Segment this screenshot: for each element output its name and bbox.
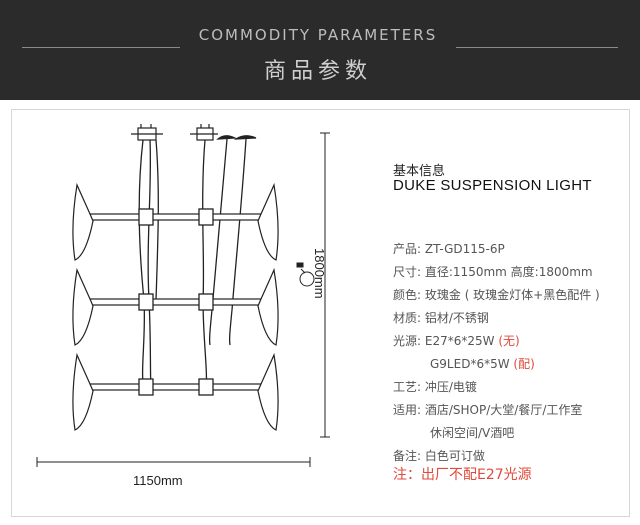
spec-row-light-source: 光源: E27*6*25W (无) (393, 332, 520, 349)
spec-label: 颜色: (393, 288, 422, 302)
spec-label: 备注: (393, 449, 422, 463)
header-title-cn: 商品参数 (263, 59, 372, 84)
spec-value: G9LED*6*5W (430, 357, 510, 371)
spec-row-material: 材质: 铝材/不锈钢 (393, 309, 489, 326)
spec-label: 适用: (393, 403, 422, 417)
spec-row-color: 颜色: 玫瑰金 ( 玫瑰金灯体+黑色配件 ) (393, 286, 600, 303)
spec-value: 直径:1150mm 高度:1800mm (424, 265, 593, 279)
spec-value: 冲压/电镀 (424, 380, 477, 394)
spec-suffix: (无) (498, 334, 520, 348)
info-title-cn: 基本信息 (393, 164, 446, 179)
spec-label: 尺寸: (393, 265, 422, 279)
width-dimension-line (36, 457, 311, 467)
spec-value: 铝材/不锈钢 (424, 311, 489, 325)
spec-label: 材质: (393, 311, 422, 325)
spec-value: 休闲空间/V酒吧 (430, 426, 515, 440)
lamp-heads-left (72, 182, 94, 431)
header-divider-left (22, 47, 180, 48)
height-dimension-line (320, 132, 330, 438)
spec-row-product: 产品: ZT-GD115-6P (393, 240, 505, 257)
spec-row-application: 适用: 酒店/SHOP/大堂/餐厅/工作室 (393, 401, 582, 418)
ceiling-canopy (131, 124, 257, 141)
lamp-heads-right (257, 182, 279, 431)
bulb-icon (296, 262, 315, 287)
spec-row-size: 尺寸: 直径:1150mm 高度:1800mm (393, 263, 593, 280)
spec-row-application-2: 休闲空间/V酒吧 (430, 424, 514, 441)
spec-value: 白色可订做 (424, 449, 485, 463)
info-title-en: DUKE SUSPENSION LIGHT (393, 177, 592, 194)
spec-label: 工艺: (393, 380, 422, 394)
header-banner: COMMODITY PARAMETERS 商品参数 (0, 0, 640, 100)
arm-joints (138, 208, 214, 396)
spec-label: 产品: (393, 242, 422, 256)
header-divider-right (456, 47, 618, 48)
spec-value: ZT-GD115-6P (424, 242, 505, 256)
height-label: 1800mm (312, 248, 327, 299)
horizontal-arms (87, 213, 264, 391)
spec-suffix: (配) (513, 357, 535, 371)
spec-value: 玫瑰金 ( 玫瑰金灯体+黑色配件 ) (424, 288, 600, 302)
spec-label: 光源: (393, 334, 422, 348)
spec-value: 酒店/SHOP/大堂/餐厅/工作室 (424, 403, 583, 417)
header-title-en: COMMODITY PARAMETERS (198, 26, 438, 44)
spec-value: E27*6*25W (424, 334, 495, 348)
spec-row-craft: 工艺: 冲压/电镀 (393, 378, 477, 395)
spec-row-remark: 备注: 白色可订做 (393, 447, 485, 464)
suspension-cables (138, 138, 247, 393)
width-label: 1150mm (133, 473, 183, 488)
content-frame (11, 109, 630, 517)
note-text: 注：出厂不配E27光源 (393, 467, 532, 483)
spec-row-light-source-2: G9LED*6*5W (配) (430, 355, 535, 372)
